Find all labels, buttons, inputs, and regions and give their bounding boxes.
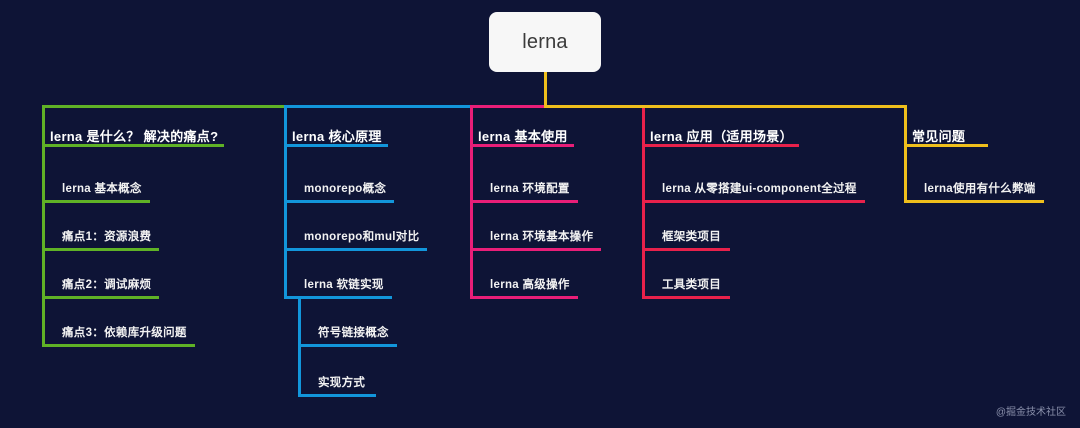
child-elbow-2-0 — [470, 200, 484, 203]
branch-riser-4 — [904, 105, 907, 144]
child-elbow-1-2 — [284, 296, 298, 299]
child-elbow-1-1 — [284, 248, 298, 251]
child-elbow-4-0 — [904, 200, 918, 203]
subchild-underline-1-2-1 — [312, 394, 376, 397]
child-label-1-0[interactable]: monorepo概念 — [304, 183, 387, 195]
subchild-label-1-2-1[interactable]: 实现方式 — [318, 377, 366, 389]
branch-riser-2 — [470, 105, 473, 144]
child-underline-0-0 — [56, 200, 150, 203]
child-underline-1-0 — [298, 200, 395, 203]
subchild-elbow-1-2-1 — [298, 394, 312, 397]
child-elbow-0-2 — [42, 296, 56, 299]
child-label-0-0[interactable]: lerna 基本概念 — [62, 183, 142, 195]
child-underline-1-2 — [298, 296, 392, 299]
branch-riser-0 — [42, 105, 45, 144]
root-node-label: lerna — [522, 30, 568, 53]
watermark: @掘金技术社区 — [995, 407, 1066, 418]
child-underline-0-1 — [56, 248, 160, 251]
child-label-1-1[interactable]: monorepo和mul对比 — [304, 231, 420, 243]
branch-underline-0 — [42, 144, 225, 147]
child-label-2-0[interactable]: lerna 环境配置 — [490, 183, 570, 195]
child-label-1-2[interactable]: lerna 软链实现 — [304, 279, 384, 291]
child-label-3-1[interactable]: 框架类项目 — [662, 231, 721, 243]
child-underline-4-0 — [918, 200, 1044, 203]
branch-underline-4 — [904, 144, 988, 147]
child-underline-0-2 — [56, 296, 160, 299]
child-elbow-3-1 — [642, 248, 656, 251]
child-elbow-0-1 — [42, 248, 56, 251]
child-label-0-2[interactable]: 痛点2：调试麻烦 — [62, 279, 152, 291]
child-label-2-1[interactable]: lerna 环境基本操作 — [490, 231, 594, 243]
subchild-spine-1-2 — [298, 296, 301, 394]
bus-run-0 — [42, 105, 284, 108]
child-label-0-3[interactable]: 痛点3：依赖库升级问题 — [62, 327, 187, 339]
bus-run-1 — [284, 105, 470, 108]
branch-title-1[interactable]: lerna 核心原理 — [292, 129, 382, 144]
child-label-3-2[interactable]: 工具类项目 — [662, 279, 721, 291]
branch-title-3[interactable]: lerna 应用（适用场景） — [650, 129, 793, 144]
child-underline-0-3 — [56, 344, 195, 347]
child-elbow-0-0 — [42, 200, 56, 203]
branch-spine-4 — [904, 144, 907, 200]
bus-run-3 — [544, 105, 907, 108]
child-elbow-3-2 — [642, 296, 656, 299]
branch-riser-1 — [284, 105, 287, 144]
branch-spine-0 — [42, 144, 45, 344]
root-stem — [544, 72, 547, 108]
bus-run-2 — [470, 105, 544, 108]
child-underline-2-2 — [484, 296, 578, 299]
child-underline-3-2 — [656, 296, 730, 299]
branch-title-0[interactable]: lerna 是什么？ 解决的痛点? — [50, 129, 219, 144]
branch-underline-3 — [642, 144, 799, 147]
child-elbow-2-2 — [470, 296, 484, 299]
child-elbow-2-1 — [470, 248, 484, 251]
branch-title-2[interactable]: lerna 基本使用 — [478, 129, 568, 144]
child-label-4-0[interactable]: lerna使用有什么弊端 — [924, 183, 1036, 195]
child-elbow-3-0 — [642, 200, 656, 203]
branch-title-4[interactable]: 常见问题 — [912, 129, 966, 144]
branch-underline-1 — [284, 144, 388, 147]
child-label-2-2[interactable]: lerna 高级操作 — [490, 279, 570, 291]
child-underline-2-1 — [484, 248, 602, 251]
subchild-elbow-1-2-0 — [298, 344, 312, 347]
branch-spine-1 — [284, 144, 287, 296]
branch-spine-3 — [642, 144, 645, 296]
child-underline-3-0 — [656, 200, 865, 203]
branch-riser-3 — [642, 105, 645, 144]
branch-underline-2 — [470, 144, 574, 147]
child-elbow-1-0 — [284, 200, 298, 203]
subchild-label-1-2-0[interactable]: 符号链接概念 — [318, 327, 389, 339]
branch-spine-2 — [470, 144, 473, 296]
root-node[interactable]: lerna — [489, 12, 601, 72]
child-elbow-0-3 — [42, 344, 56, 347]
child-underline-2-0 — [484, 200, 578, 203]
child-label-0-1[interactable]: 痛点1：资源浪费 — [62, 231, 152, 243]
child-label-3-0[interactable]: lerna 从零搭建ui-component全过程 — [662, 183, 857, 195]
child-underline-3-1 — [656, 248, 730, 251]
child-underline-1-1 — [298, 248, 428, 251]
subchild-underline-1-2-0 — [312, 344, 397, 347]
